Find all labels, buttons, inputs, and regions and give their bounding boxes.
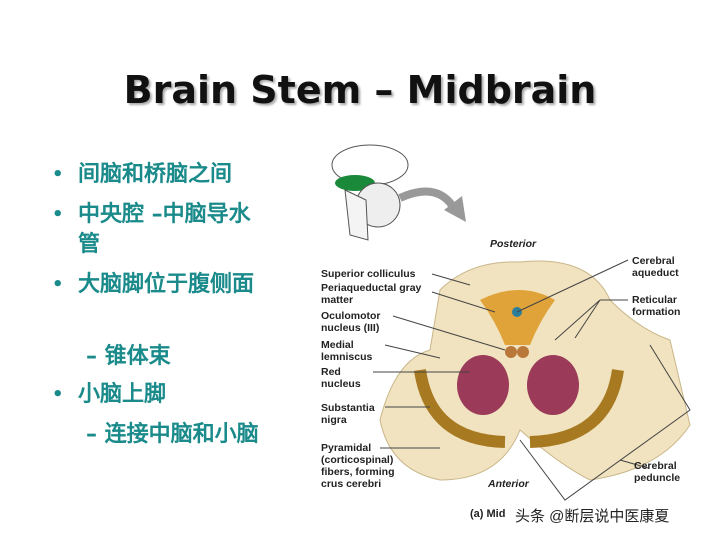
label-superior-colliculus: Superior colliculus <box>321 268 416 280</box>
slide-title: Brain Stem – Midbrain <box>123 68 597 112</box>
sub-bullet-item: – 锥体束 <box>86 342 276 372</box>
label-pyramidal-fibers: Pyramidal (corticospinal) fibers, formin… <box>321 442 395 490</box>
label-cerebral-peduncle: Cerebral peduncle <box>634 460 681 484</box>
bullet-text: 中央腔 –中脑导水管 <box>78 202 251 257</box>
bullet-text: 间脑和桥脑之间 <box>78 162 233 187</box>
label-medial-lemniscus: Medial lemniscus <box>321 339 373 363</box>
posterior-label: Posterior <box>490 238 537 250</box>
anterior-label: Anterior <box>488 478 529 490</box>
bullet-item: •间脑和桥脑之间 <box>52 162 233 187</box>
bullet-text: – 锥体束 <box>86 344 171 369</box>
bullet-item: •小脑上脚 <box>52 382 167 407</box>
bullet-text: 小脑上脚 <box>78 382 167 407</box>
label-cerebral-aqueduct: Cerebral aqueduct <box>632 255 679 279</box>
label-red-nucleus: Red nucleus <box>321 366 361 390</box>
bullet-text: 大脑脚位于腹侧面 <box>78 272 255 297</box>
sub-bullet-item: – 连接中脑和小脑 <box>86 420 298 450</box>
label-oculomotor-nucleus: Oculomotor nucleus (III) <box>321 310 381 334</box>
label-periaqueductal-gray: Periaqueductal gray matter <box>321 282 422 306</box>
bullet-item: •大脑脚位于腹侧面 <box>52 272 255 297</box>
bullet-item: •中央腔 –中脑导水管 <box>52 202 251 257</box>
label-substantia-nigra: Substantia nigra <box>321 402 375 426</box>
label-reticular-formation: Reticular formation <box>632 294 681 318</box>
figure-caption: (a) Mid <box>470 508 506 520</box>
brain-thumbnail <box>331 144 409 241</box>
watermark: 头条 @断层说中医康夏 <box>515 508 670 525</box>
bullet-text: – 连接中脑和小脑 <box>86 422 259 447</box>
red-nucleus <box>457 355 509 415</box>
